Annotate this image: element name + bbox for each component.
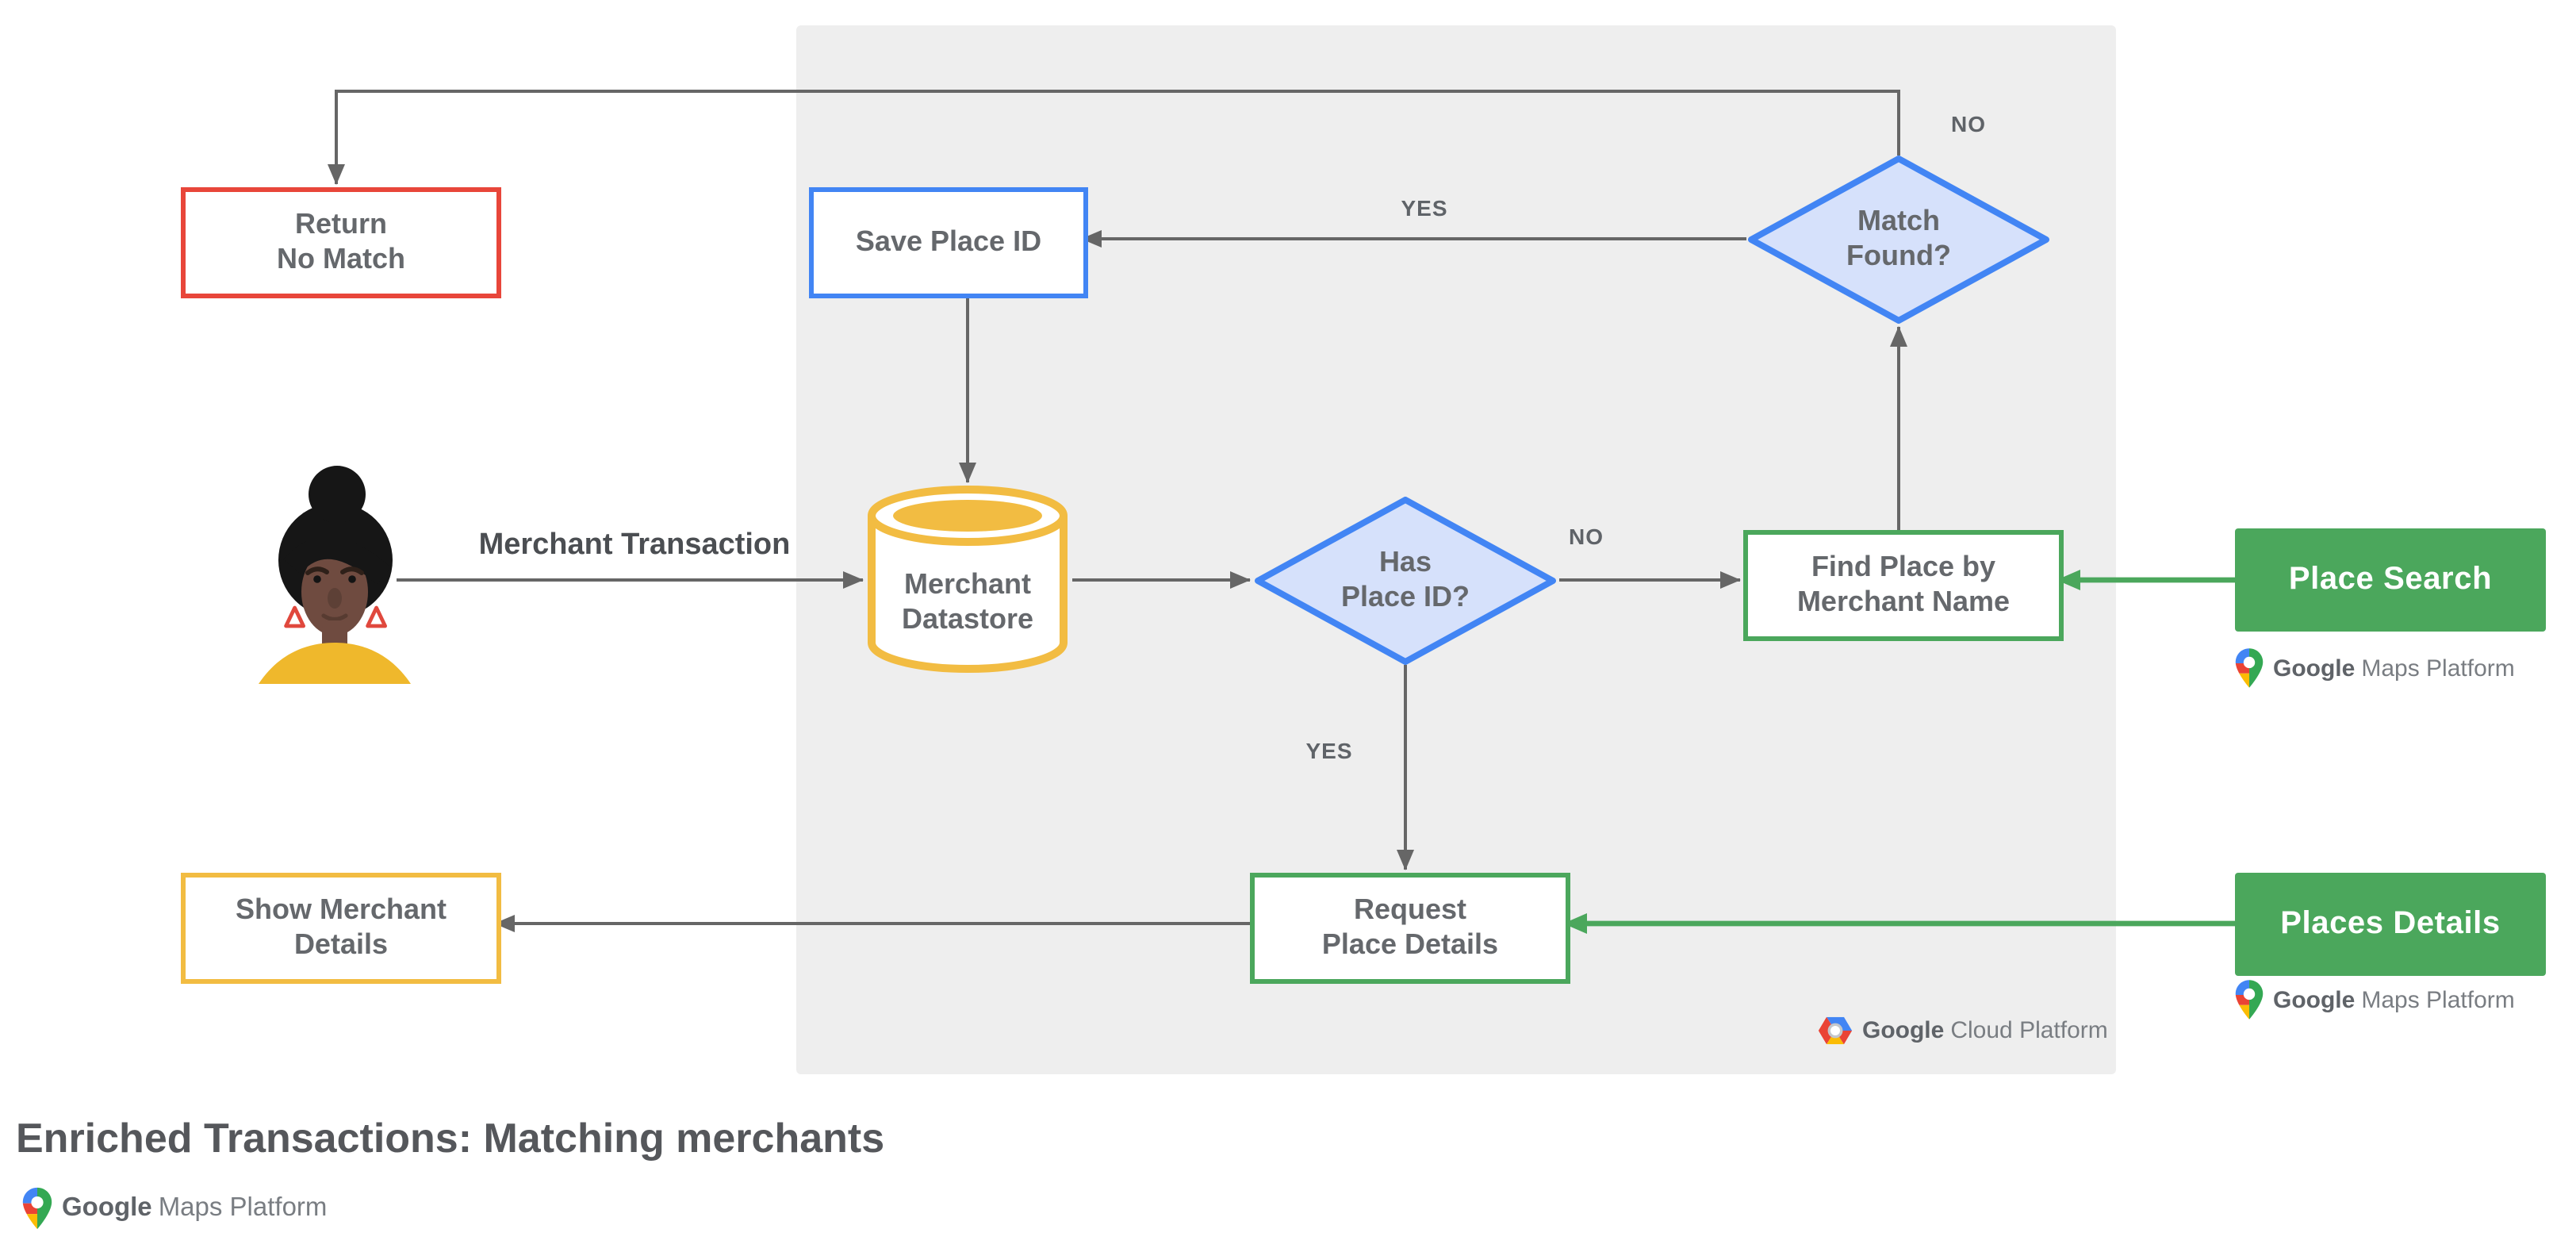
node-has-place-id: Has Place ID? xyxy=(1253,497,1558,665)
datastore-cylinder-icon xyxy=(868,486,1068,673)
user-avatar xyxy=(259,466,411,684)
google-maps-pin-icon xyxy=(2235,647,2264,689)
node-merchant-datastore: Merchant Datastore xyxy=(866,486,1069,673)
google-maps-platform-logo: Google Maps Platform xyxy=(2235,647,2515,689)
page-title: Enriched Transactions: Matching merchant… xyxy=(16,1114,885,1162)
has-place-id-label: Has Place ID? xyxy=(1340,546,1470,613)
edge-no-to-return-no-match xyxy=(328,90,1900,185)
logo-brand-text: Google xyxy=(62,1193,152,1222)
node-request-place-details: Request Place Details xyxy=(1250,873,1570,984)
node-show-merchant-details: Show Merchant Details xyxy=(181,873,501,984)
show-merchant-details-label: Show Merchant Details xyxy=(235,893,447,960)
request-place-details-label: Request Place Details xyxy=(1321,893,1499,960)
logo-product-text: Cloud Platform xyxy=(1950,1017,2108,1044)
google-maps-platform-logo: Google Maps Platform xyxy=(2235,979,2515,1020)
logo-product-text: Maps Platform xyxy=(2361,655,2515,682)
google-cloud-hexagon-icon xyxy=(1818,1016,1853,1046)
decision-diamond-icon xyxy=(1748,156,2049,324)
place-search-label: Place Search xyxy=(2288,562,2493,597)
edge-label-no-mid: NO xyxy=(1569,524,1604,549)
logo-brand-text: Google xyxy=(2273,655,2356,682)
logo-brand-text: Google xyxy=(2273,986,2356,1013)
node-find-place-by-merchant-name: Find Place by Merchant Name xyxy=(1743,530,2064,641)
google-maps-pin-icon xyxy=(2235,979,2264,1020)
google-maps-platform-logo-footer: Google Maps Platform xyxy=(22,1187,327,1230)
merchant-datastore-label: Merchant Datastore xyxy=(901,568,1034,635)
return-no-match-label: Return No Match xyxy=(277,208,405,275)
api-box-place-search: Place Search xyxy=(2235,528,2546,632)
save-place-id-label: Save Place ID xyxy=(855,225,1042,258)
node-match-found: Match Found? xyxy=(1746,156,2051,324)
places-details-label: Places Details xyxy=(2280,906,2501,941)
find-place-label: Find Place by Merchant Name xyxy=(1796,551,2011,617)
decision-diamond-icon xyxy=(1255,497,1556,665)
google-maps-pin-icon xyxy=(22,1187,52,1230)
edge-label-yes-top: YES xyxy=(1401,195,1448,221)
edge-label-no-top: NO xyxy=(1951,111,1986,136)
logo-brand-text: Google xyxy=(1862,1017,1945,1044)
logo-product-text: Maps Platform xyxy=(2361,986,2515,1013)
edge-label-merchant-transaction: Merchant Transaction xyxy=(478,528,791,562)
google-cloud-platform-logo: Google Cloud Platform xyxy=(1818,1016,2108,1046)
match-found-label: Match Found? xyxy=(1846,205,1951,271)
api-box-places-details: Places Details xyxy=(2235,873,2546,976)
node-save-place-id: Save Place ID xyxy=(809,187,1088,298)
logo-product-text: Maps Platform xyxy=(158,1193,328,1222)
edge-label-yes-mid: YES xyxy=(1305,738,1353,763)
node-return-no-match: Return No Match xyxy=(181,187,501,298)
